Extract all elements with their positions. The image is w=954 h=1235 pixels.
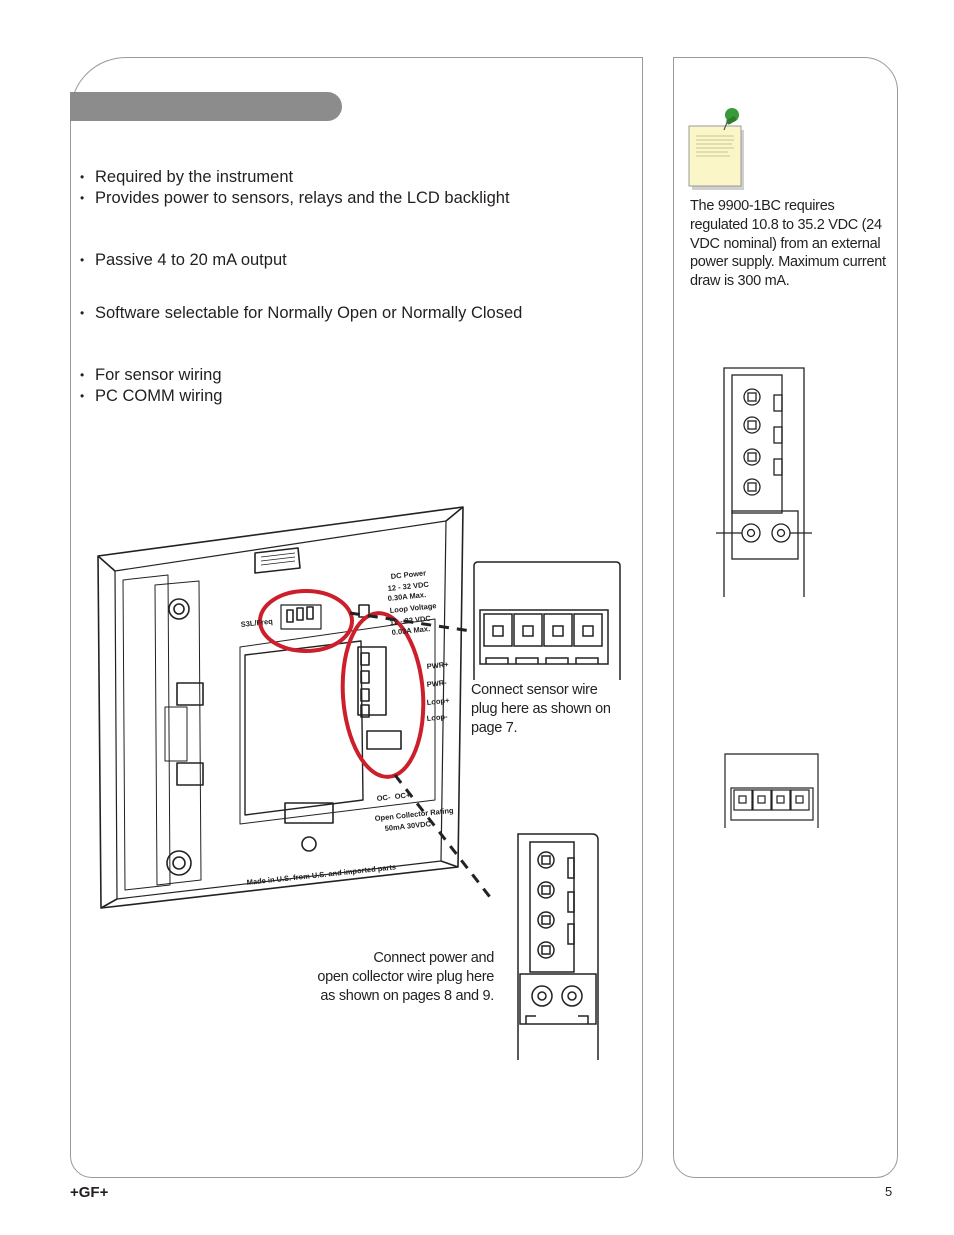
oc-minus-label: OC- xyxy=(376,793,391,803)
sensor-plug-callout xyxy=(473,561,621,680)
list-item: For sensor wiring xyxy=(80,365,222,386)
list-item: Required by the instrument xyxy=(80,167,510,188)
sensor-plug-caption: Connect sensor wire plug here as shown o… xyxy=(471,681,631,738)
s3l-label: S3L/Freq xyxy=(240,617,273,629)
dc-power-label: DC Power xyxy=(390,568,426,581)
dc-max-label: 0.30A Max. xyxy=(387,590,426,603)
loop-minus-label: Loop- xyxy=(426,712,448,723)
list-item: Provides power to sensors, relays and th… xyxy=(80,188,510,209)
caption-line: Connect sensor wire xyxy=(471,682,598,698)
list-item: Passive 4 to 20 mA output xyxy=(80,250,287,271)
caption-line: plug here as shown on xyxy=(471,701,611,717)
gf-logo: +GF+ xyxy=(70,1184,109,1201)
loop-plus-label: Loop+ xyxy=(426,696,450,707)
sidebar-sensor-plug xyxy=(724,753,819,828)
relay-bullet-list: Software selectable for Normally Open or… xyxy=(80,303,522,324)
oc-plus-label: OC+ xyxy=(394,790,411,801)
pwr-plus-label: PWR+ xyxy=(426,660,449,671)
list-item: PC COMM wiring xyxy=(80,386,222,407)
pwr-minus-label: PWR- xyxy=(426,678,447,689)
dc-range-label: 12 - 32 VDC xyxy=(387,580,430,593)
caption-line: Connect power and xyxy=(373,950,494,966)
power-bullet-list: Required by the instrument Provides powe… xyxy=(80,167,510,208)
power-supply-note: The 9900-1BC requires regulated 10.8 to … xyxy=(690,198,886,290)
caption-line: as shown on pages 8 and 9. xyxy=(320,988,494,1004)
power-plug-callout xyxy=(517,833,599,1060)
sidebar-note-panel xyxy=(673,57,898,1178)
loop-max-label: 0.03A Max. xyxy=(391,624,430,637)
caption-line: open collector wire plug here xyxy=(317,969,494,985)
sticky-note-pushpin-icon xyxy=(688,108,744,190)
instrument-rear-diagram: DC Power 12 - 32 VDC 0.30A Max. Loop Vol… xyxy=(97,506,495,909)
caption-line: page 7. xyxy=(471,720,518,736)
section-header-bar xyxy=(70,92,342,121)
terminal-bullet-list: For sensor wiring PC COMM wiring xyxy=(80,365,222,406)
sidebar-power-plug xyxy=(716,367,812,597)
loop-bullet-list: Passive 4 to 20 mA output xyxy=(80,250,287,271)
page-number: 5 xyxy=(885,1184,893,1199)
loop-range-label: 12 - 32 VDC xyxy=(389,614,432,627)
list-item: Software selectable for Normally Open or… xyxy=(80,303,522,324)
main-content-panel xyxy=(70,57,643,1178)
power-plug-caption: Connect power and open collector wire pl… xyxy=(280,949,494,1006)
